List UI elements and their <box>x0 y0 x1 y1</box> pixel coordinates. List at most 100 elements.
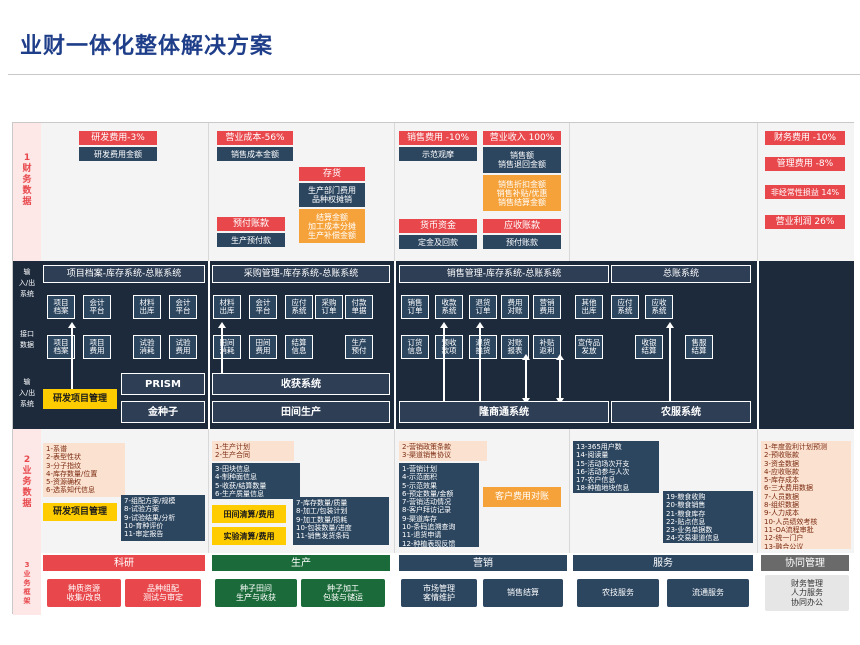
demo-view: 示范观摩 <box>399 147 477 161</box>
system-module-box: 费用 对账 <box>501 295 529 319</box>
trial-settlement-label: 实验清算/费用 <box>212 527 286 545</box>
label-finance-data: 1 财 务 数 据 <box>22 153 32 207</box>
rnd-cost-badge: 研发费用-3% <box>79 131 157 145</box>
left-col-finance <box>13 123 41 261</box>
process-variety-test: 品种组配 测试与审定 <box>125 579 201 607</box>
system-module-box: 其他 出库 <box>575 295 603 319</box>
arrow-bidirectional <box>556 354 564 404</box>
arrow-up <box>218 322 226 383</box>
rnd-data-list-bottom: 7-组配方案/规模 8-试验方案 9-试验结果/分析 10-育种评价 11-审定… <box>121 495 205 541</box>
process-agritech-service: 农技服务 <box>577 579 659 607</box>
production-data-list-bottom: 7-库存数量/质量 8-加工/包装计划 9-加工数量/损耗 10-包装数量/进度… <box>293 497 389 545</box>
framework-production: 生产 <box>212 555 390 571</box>
process-collab-office: 财务管理 人力服务 协同办公 <box>765 575 849 611</box>
service-data-list-bottom: 19-粮食收购 20-粮食销售 21-粮食库存 22-贴点信息 23-业务单据数… <box>663 491 753 543</box>
interface-data-box: 宣传品 发放 <box>575 335 603 359</box>
process-market-mgmt: 市场管理 客情维护 <box>401 579 477 607</box>
service-data-list-top: 13-365用户数 14-阅读量 15-活动场次开支 16-活动参与人次 17-… <box>573 441 659 493</box>
rnd-amount: 研发费用金额 <box>79 147 157 161</box>
process-sales-settlement: 销售结算 <box>483 579 563 607</box>
interface-data-box: 田间 消耗 <box>213 335 241 359</box>
left-col-business <box>13 429 41 553</box>
deposit: 定金及回款 <box>399 235 477 249</box>
arrow-bidirectional <box>522 354 530 404</box>
framework-service: 服务 <box>573 555 753 571</box>
col-divider <box>208 123 209 261</box>
col-divider <box>757 123 758 261</box>
mgmt-cost-badge: 管理费用 -8% <box>765 157 845 171</box>
label-io-systems-bottom: 输 入/出 系统 <box>18 378 36 408</box>
system-purchase-stock-ledger: 采购管理-库存系统-总账系统 <box>212 265 390 283</box>
system-module-box: 采购 订单 <box>315 295 343 319</box>
label-business-data: 2 业 务 数 据 <box>22 455 32 509</box>
system-module-box: 应付 系统 <box>611 295 639 319</box>
system-sales-stock-ledger: 销售管理-库存系统-总账系统 <box>399 265 609 283</box>
arrow-up <box>440 322 448 407</box>
interface-data-box: 预收 款项 <box>435 335 463 359</box>
revenue-items: 销售额 销售退回金额 <box>483 147 561 173</box>
receivable-badge: 应收账款 <box>483 219 561 233</box>
rnd-project-mgmt-system: 研发项目管理 <box>43 389 117 409</box>
production-data-list-mid: 3-田块信息 4-制种面信息 5-收获/结算数量 6-生产质量信息 <box>212 463 300 499</box>
interface-data-box: 试验 消耗 <box>133 335 161 359</box>
jinzhongzi-system: 金种子 <box>121 401 205 423</box>
farm-service-system: 农服系统 <box>611 401 751 423</box>
systems-divider <box>757 261 759 429</box>
systems-divider <box>394 261 396 429</box>
left-col-framework <box>13 553 41 615</box>
interface-data-box: 退货 换货 <box>469 335 497 359</box>
system-module-box: 会计 平台 <box>83 295 111 319</box>
label-io-systems-top: 输 入/出 系统 <box>18 268 36 298</box>
system-general-ledger: 总账系统 <box>611 265 751 283</box>
col-divider <box>757 429 758 553</box>
system-module-box: 付款 单据 <box>345 295 373 319</box>
process-processing: 种子加工 包装与储运 <box>301 579 385 607</box>
col-divider <box>569 123 570 261</box>
process-field-production: 种子田间 生产与收获 <box>215 579 297 607</box>
rnd-data-list-top: 1-系谱 2-表型性状 3-分子指纹 4-库存数量/位置 5-资源确权 6-选系… <box>43 443 125 497</box>
inventory-badge: 存货 <box>299 167 365 181</box>
col-divider <box>394 123 395 261</box>
system-module-box: 会计 平台 <box>249 295 277 319</box>
system-project-stock-ledger: 项目档案-库存系统-总账系统 <box>43 265 205 283</box>
system-module-box: 材料 出库 <box>133 295 161 319</box>
arrow-up <box>68 322 76 389</box>
prepaid: 预付账款 <box>483 235 561 249</box>
system-module-box: 应收 系统 <box>645 295 673 319</box>
arrow-up <box>666 322 674 407</box>
framework-research: 科研 <box>43 555 205 571</box>
inventory-items: 生产部门费用 品种权摊销 <box>299 183 365 207</box>
interface-data-box: 试验 费用 <box>169 335 197 359</box>
sales-cost-amount: 销售成本金额 <box>217 147 293 161</box>
prepay-badge: 预付账款 <box>217 217 285 231</box>
nonrecurring-badge: 非经常性损益 14% <box>765 185 845 199</box>
interface-data-box: 结算 信息 <box>285 335 313 359</box>
col-divider <box>569 429 570 553</box>
inventory-items-2: 结算金额 加工成本分摊 生产补偿金额 <box>299 209 365 243</box>
diagram-frame: 1 财 务 数 据 输 入/出 系统 接口 数据 输 入/出 系统 2 业 务 … <box>12 122 854 615</box>
col-divider <box>208 429 209 553</box>
rnd-project-mgmt-label: 研发项目管理 <box>43 503 117 521</box>
system-module-box: 项目 档案 <box>47 295 75 319</box>
system-module-box: 收款 系统 <box>435 295 463 319</box>
interface-data-box: 收银 结算 <box>635 335 663 359</box>
prepay-amount: 生产预付款 <box>217 233 285 247</box>
system-module-box: 营销 费用 <box>533 295 561 319</box>
process-germplasm: 种质资源 收集/改良 <box>47 579 121 607</box>
field-settlement-label: 田间清算/费用 <box>212 505 286 523</box>
cash-badge: 货币资金 <box>399 219 477 233</box>
system-module-box: 材料 出库 <box>213 295 241 319</box>
title-divider <box>8 74 860 75</box>
harvest-system: 收获系统 <box>212 373 390 395</box>
interface-data-box: 项目 费用 <box>83 335 111 359</box>
interface-data-box: 田间 费用 <box>249 335 277 359</box>
prism-system: PRISM <box>121 373 205 395</box>
system-module-box: 退货 订单 <box>469 295 497 319</box>
profit-badge: 营业利润 26% <box>765 215 845 229</box>
interface-data-box: 项目 档案 <box>47 335 75 359</box>
col-divider <box>394 429 395 553</box>
label-business-framework: 3 业 务 框 架 <box>23 561 31 605</box>
systems-divider <box>208 261 210 429</box>
interface-data-box: 对账 报表 <box>501 335 529 359</box>
fin-cost-badge: 财务费用 -10% <box>765 131 845 145</box>
